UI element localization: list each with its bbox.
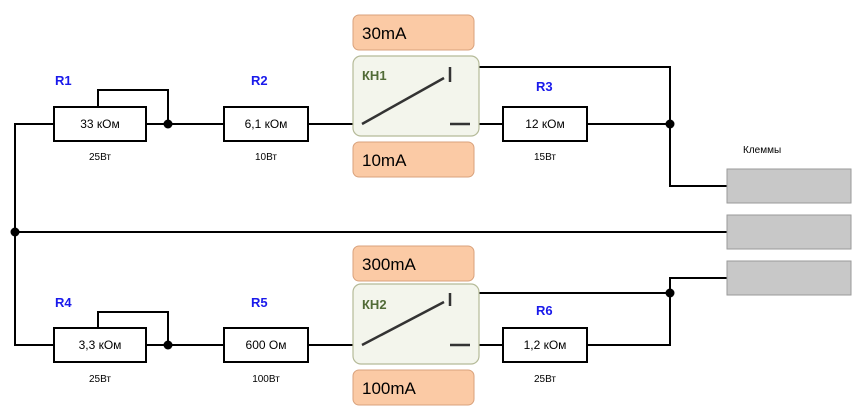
junctions [10,119,675,350]
junction-dot [163,119,173,129]
switch-name: КН1 [362,68,387,83]
resistor-r4[interactable]: 3,3 кОм R4 25Вт [53,295,147,385]
resistor-value: 600 Ом [246,338,287,352]
key-kn1[interactable]: 30mA КН1 10mA [352,14,480,178]
current-upper-button[interactable] [352,14,475,51]
switch-blade [361,76,445,126]
current-upper-label: 300mA [362,255,417,274]
terminal-3[interactable] [726,260,852,296]
resistor-power: 25Вт [534,374,556,385]
current-upper-button[interactable] [352,245,475,282]
junction-dot [665,288,675,298]
resistor-body[interactable] [502,327,588,363]
switch-name: КН2 [362,297,387,312]
resistor-value: 3,3 кОм [79,338,122,352]
switch-blade [361,300,445,347]
current-lower-label: 10mA [362,151,407,170]
resistor-power: 100Вт [252,374,280,385]
resistor-name: R3 [536,79,553,94]
resistor-body[interactable] [502,106,588,142]
current-lower-label: 100mA [362,379,417,398]
left-bus-wire [14,123,54,346]
resistor-value: 33 кОм [80,117,120,131]
resistor-value: 12 кОм [525,117,565,131]
resistor-value: 1,2 кОм [524,338,567,352]
resistor-body[interactable] [53,106,147,142]
resistor-body[interactable] [53,327,147,363]
junction-dot [10,227,20,237]
terminal-1[interactable] [726,168,852,204]
resistor-body[interactable] [223,106,309,142]
resistor-body[interactable] [223,327,309,363]
resistor-r6[interactable]: 1,2 кОм R6 25Вт [502,303,588,385]
bottom-key-upper-wire [449,292,670,303]
resistor-name: R4 [55,295,72,310]
current-lower-button[interactable] [352,141,475,178]
current-upper-label: 30mA [362,24,407,43]
resistor-name: R2 [251,73,268,88]
resistor-power: 15Вт [534,152,556,163]
resistor-r5[interactable]: 600 Ом R5 100Вт [223,295,309,385]
resistor-r2[interactable]: 6,1 кОм R2 10Вт [223,73,309,163]
switch-box[interactable] [352,283,480,365]
resistor-name: R5 [251,295,268,310]
terminals: Клеммы [726,145,852,296]
terminal-2[interactable] [726,214,852,250]
switch-box[interactable] [352,55,480,137]
current-lower-button[interactable] [352,369,475,406]
resistor-value: 6,1 кОм [245,117,288,131]
terminals-label: Клеммы [743,145,781,156]
top-key-upper-wire [449,66,727,187]
junction-dot [163,340,173,350]
resistor-name: R6 [536,303,553,318]
resistor-power: 25Вт [89,152,111,163]
resistor-r1[interactable]: 33 кОм R1 25Вт [53,73,147,163]
resistor-power: 25Вт [89,374,111,385]
bottom-r6-node-wire [587,277,727,346]
resistor-r3[interactable]: 12 кОм R3 15Вт [502,79,588,163]
junction-dot [665,119,675,129]
resistor-name: R1 [55,73,72,88]
key-kn2[interactable]: 300mA КН2 100mA [352,245,480,406]
resistor-power: 10Вт [255,152,277,163]
